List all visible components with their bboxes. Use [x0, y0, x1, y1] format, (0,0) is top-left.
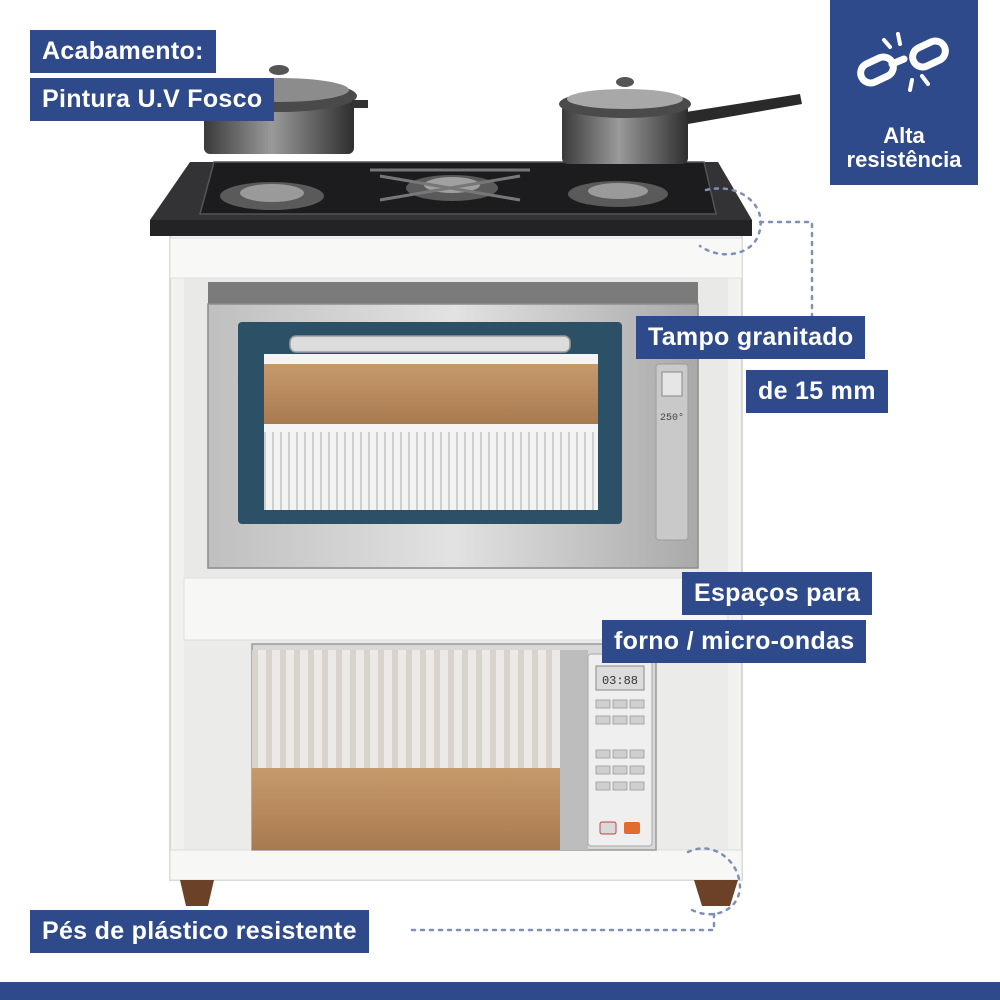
microwave: 03:88: [251, 643, 657, 851]
spaces-label-line2: forno / micro-ondas: [602, 620, 867, 663]
plastic-feet: [180, 880, 738, 906]
broken-chain-icon: [857, 32, 949, 92]
microwave-display: 03:88: [602, 674, 638, 688]
callout-lines: [410, 187, 814, 932]
electric-oven: 250°: [207, 282, 699, 569]
bottom-bar: [0, 982, 1000, 1000]
spaces-label-line1: Espaços para: [682, 572, 873, 615]
gas-cooktop: [199, 161, 717, 215]
countertop-label-line2: de 15 mm: [746, 370, 888, 413]
finish-value-label: Pintura U.V Fosco: [30, 78, 275, 121]
badge-line2: resistência: [846, 147, 962, 172]
high-resistance-badge: Alta resistência: [830, 0, 978, 185]
badge-line1: Alta: [883, 123, 925, 148]
right-saucepan: [559, 77, 802, 164]
oven-temperature: 250°: [660, 412, 684, 424]
finish-title-label: Acabamento:: [30, 30, 216, 73]
countertop-label-line1: Tampo granitado: [636, 316, 866, 359]
feet-label: Pés de plástico resistente: [30, 910, 369, 953]
